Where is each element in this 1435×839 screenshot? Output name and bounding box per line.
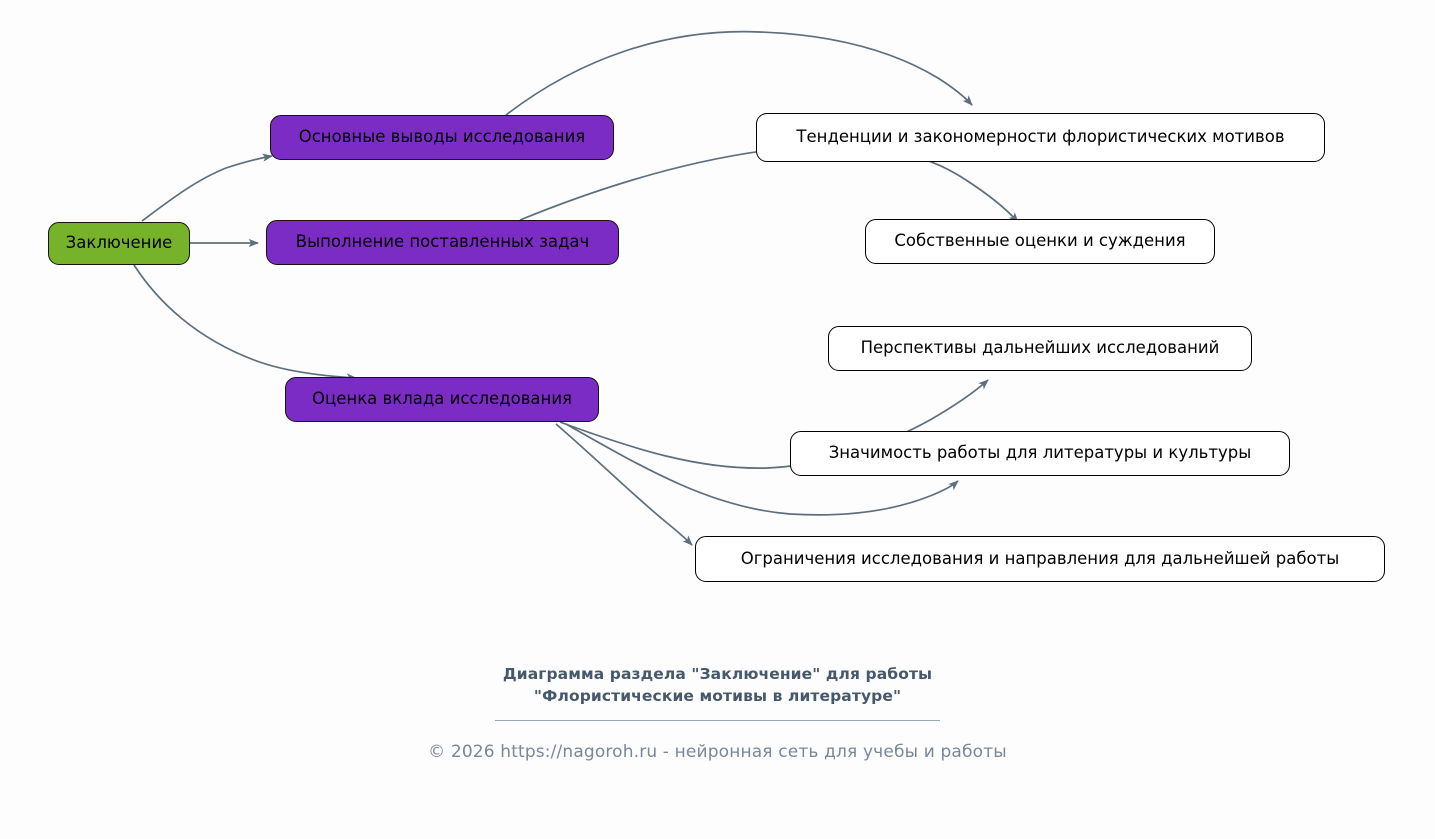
node-branch-tasks-completion-label: Выполнение поставленных задач (295, 232, 590, 252)
node-branch-main-conclusions[interactable]: Основные выводы исследования (270, 115, 614, 160)
edge-root-to-branch3 (133, 264, 357, 382)
node-leaf-limitations[interactable]: Ограничения исследования и направления д… (695, 536, 1385, 582)
node-leaf-trends-patterns[interactable]: Тенденции и закономерности флористически… (756, 113, 1325, 162)
footer-credit: © 2026 https://nagoroh.ru - нейронная се… (428, 742, 1007, 762)
node-branch-contribution-assessment[interactable]: Оценка вклада исследования (285, 377, 599, 422)
node-leaf-significance[interactable]: Значимость работы для литературы и культ… (790, 431, 1290, 476)
caption-line-2: "Флористические мотивы в литературе" (533, 687, 902, 705)
caption-line-1: Диаграмма раздела "Заключение" для работ… (502, 665, 933, 683)
node-leaf-trends-patterns-label: Тенденции и закономерности флористически… (796, 127, 1285, 147)
node-root[interactable]: Заключение (48, 222, 190, 265)
node-leaf-limitations-label: Ограничения исследования и направления д… (740, 548, 1340, 568)
node-root-label: Заключение (65, 233, 173, 253)
node-leaf-future-research-label: Перспективы дальнейших исследований (860, 338, 1220, 358)
node-leaf-significance-label: Значимость работы для литературы и культ… (828, 443, 1252, 463)
node-branch-tasks-completion[interactable]: Выполнение поставленных задач (266, 220, 619, 265)
node-branch-main-conclusions-label: Основные выводы исследования (298, 127, 586, 147)
caption-block: Диаграмма раздела "Заключение" для работ… (0, 663, 1435, 721)
edge-branch1-to-leaf1 (505, 30, 973, 116)
caption-divider (495, 720, 940, 721)
node-leaf-own-assessments-label: Собственные оценки и суждения (894, 231, 1186, 251)
node-leaf-future-research[interactable]: Перспективы дальнейших исследований (828, 326, 1252, 371)
node-leaf-own-assessments[interactable]: Собственные оценки и суждения (865, 219, 1215, 264)
edge-root-to-branch1 (141, 153, 273, 222)
edge-branch3-to-leaf5 (555, 423, 693, 546)
node-branch-contribution-assessment-label: Оценка вклада исследования (312, 389, 572, 409)
